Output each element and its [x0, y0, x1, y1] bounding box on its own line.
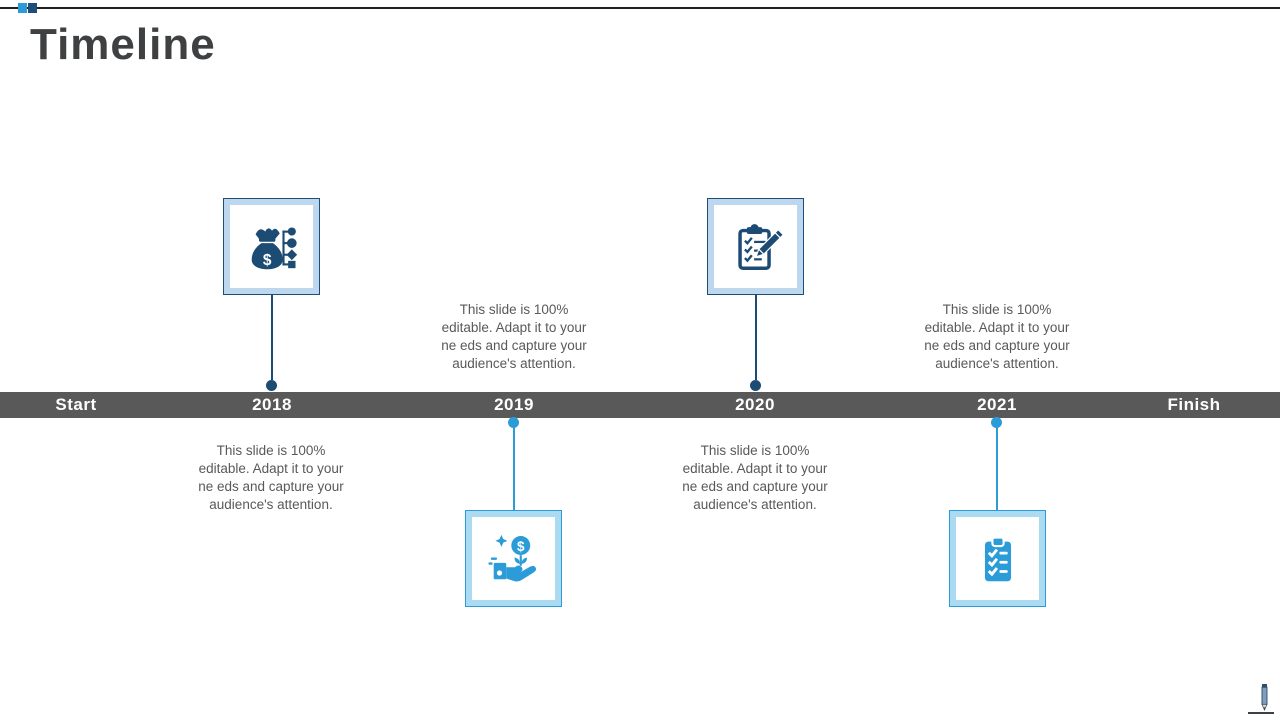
- milestone-2020-dot: [750, 380, 761, 391]
- checklist-icon: [984, 535, 1011, 581]
- accent-square-dark-icon: [28, 3, 37, 13]
- description-line: ne eds and capture your: [198, 479, 344, 494]
- description-line: editable. Adapt it to your: [682, 461, 828, 476]
- milestone-2018-icon-box: $: [223, 198, 320, 295]
- timeline-label-2018: 2018: [252, 395, 292, 414]
- milestone-2018-connector: [271, 295, 273, 380]
- milestone-2019-connector: [513, 426, 515, 510]
- milestone-2019-dot: [508, 417, 519, 428]
- timeline-label-finish: Finish: [1167, 395, 1221, 414]
- description-line: audience's attention.: [935, 356, 1059, 371]
- milestone-2018-dot: [266, 380, 277, 391]
- page-title: Timeline: [30, 20, 216, 69]
- timeline-bar: Start 2018 2019 2020 2021 Finish: [0, 392, 1280, 418]
- milestone-2019-icon-box: $: [465, 510, 562, 607]
- dollar-glyph: $: [517, 538, 525, 553]
- money-bag-hierarchy-icon: $: [251, 226, 297, 269]
- milestone-2021-description: This slide is 100% editable. Adapt it to…: [906, 301, 1088, 373]
- hand-coin-icon: $: [487, 534, 536, 581]
- description-line: audience's attention.: [209, 497, 333, 512]
- milestone-2018-description: This slide is 100% editable. Adapt it to…: [180, 442, 362, 514]
- timeline-label-2021: 2021: [977, 395, 1017, 414]
- description-line: ne eds and capture your: [441, 338, 587, 353]
- milestone-2020-connector: [755, 295, 757, 380]
- description-line: This slide is 100%: [459, 302, 569, 317]
- description-line: editable. Adapt it to your: [924, 320, 1070, 335]
- accent-square-light-icon: [18, 3, 27, 13]
- dollar-glyph: $: [262, 251, 271, 268]
- description-line: This slide is 100%: [700, 443, 810, 458]
- timeline-label-2020: 2020: [735, 395, 775, 414]
- milestone-2020-description: This slide is 100% editable. Adapt it to…: [664, 442, 846, 514]
- description-line: audience's attention.: [452, 356, 576, 371]
- description-line: editable. Adapt it to your: [198, 461, 344, 476]
- milestone-2019-description: This slide is 100% editable. Adapt it to…: [423, 301, 605, 373]
- description-line: This slide is 100%: [216, 443, 326, 458]
- footer-underline: [1248, 712, 1274, 714]
- milestone-2021-connector: [996, 426, 998, 510]
- timeline-label-start: Start: [55, 395, 97, 414]
- description-line: ne eds and capture your: [682, 479, 828, 494]
- milestone-2021-icon-box: [949, 510, 1046, 607]
- clipboard-pencil-icon: [737, 223, 784, 270]
- milestone-2020-icon-box: [707, 198, 804, 295]
- timeline-label-2019: 2019: [494, 395, 534, 414]
- description-line: editable. Adapt it to your: [441, 320, 587, 335]
- milestone-2021-dot: [991, 417, 1002, 428]
- top-accent-line: [0, 7, 1280, 9]
- description-line: audience's attention.: [693, 497, 817, 512]
- pencil-icon: [1260, 683, 1269, 717]
- description-line: ne eds and capture your: [924, 338, 1070, 353]
- description-line: This slide is 100%: [942, 302, 1052, 317]
